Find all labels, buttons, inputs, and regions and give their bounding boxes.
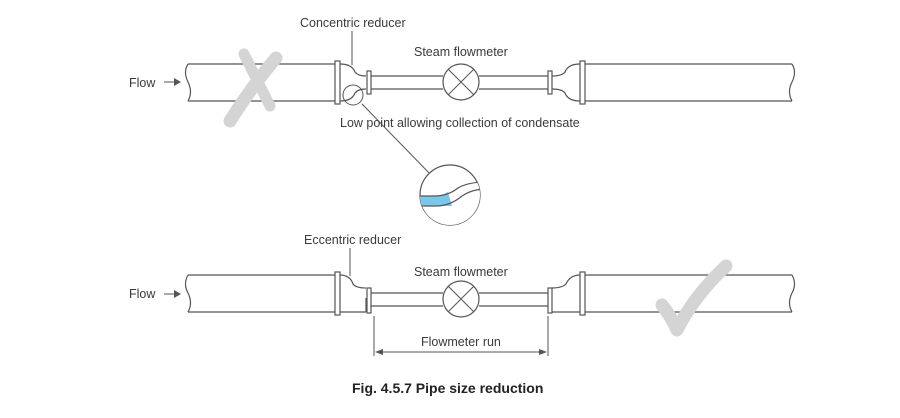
bottom-flowmeter-label: Steam flowmeter	[414, 265, 508, 279]
magnifier-pipe-inner	[420, 181, 480, 197]
top-left-pipe-end	[184, 63, 192, 102]
bottom-right-pipe-end	[788, 274, 796, 313]
bottom-left-flange	[334, 271, 341, 316]
top-left-flange	[334, 60, 341, 105]
top-small-flange-left	[366, 70, 372, 95]
top-small-flange-right	[547, 70, 553, 95]
bottom-pipe-assembly	[164, 248, 796, 356]
bottom-small-pipe-right	[479, 292, 548, 307]
bottom-flow-arrowhead	[174, 290, 181, 298]
top-right-expander	[551, 63, 581, 102]
cross-icon	[223, 48, 283, 128]
top-right-pipe-end	[788, 63, 796, 102]
bottom-flowmeter-cross	[447, 285, 475, 313]
run-arrow-right	[539, 349, 547, 355]
condensate-magnifier	[419, 164, 481, 226]
bottom-right-expander	[551, 274, 581, 313]
bottom-reducer-label: Eccentric reducer	[304, 233, 402, 247]
top-magnifier-leader	[361, 103, 433, 177]
top-low-point-circle	[342, 84, 364, 106]
bottom-small-flange-right	[547, 287, 553, 314]
figure-caption: Fig. 4.5.7 Pipe size reduction	[352, 380, 544, 396]
flowmeter-run-label: Flowmeter run	[421, 335, 501, 349]
top-flowmeter-label: Steam flowmeter	[414, 45, 508, 59]
low-point-label: Low point allowing collection of condens…	[340, 116, 580, 130]
top-small-pipe-left	[371, 75, 443, 90]
bottom-left-pipe	[188, 274, 336, 313]
top-reducer-label: Concentric reducer	[300, 16, 406, 30]
top-concentric-reducer	[339, 63, 367, 102]
top-right-pipe	[585, 63, 792, 102]
bottom-small-flange-left	[366, 287, 372, 314]
bottom-small-pipe-left	[371, 292, 443, 307]
top-right-flange	[579, 60, 586, 105]
run-arrow-left	[375, 349, 383, 355]
bottom-left-pipe-end	[184, 274, 192, 313]
check-icon	[655, 259, 733, 337]
top-small-pipe-right	[479, 75, 548, 90]
top-flow-label: Flow	[129, 76, 156, 90]
bottom-flow-label: Flow	[129, 287, 156, 301]
top-flow-arrowhead	[174, 78, 181, 86]
magnifier-pipe-outer	[420, 188, 480, 207]
flowmeter-run-dimension	[373, 316, 549, 356]
bottom-eccentric-reducer	[339, 274, 367, 313]
top-flowmeter-cross	[447, 68, 475, 96]
bottom-right-flange	[579, 271, 586, 316]
top-pipe-assembly	[164, 31, 796, 226]
